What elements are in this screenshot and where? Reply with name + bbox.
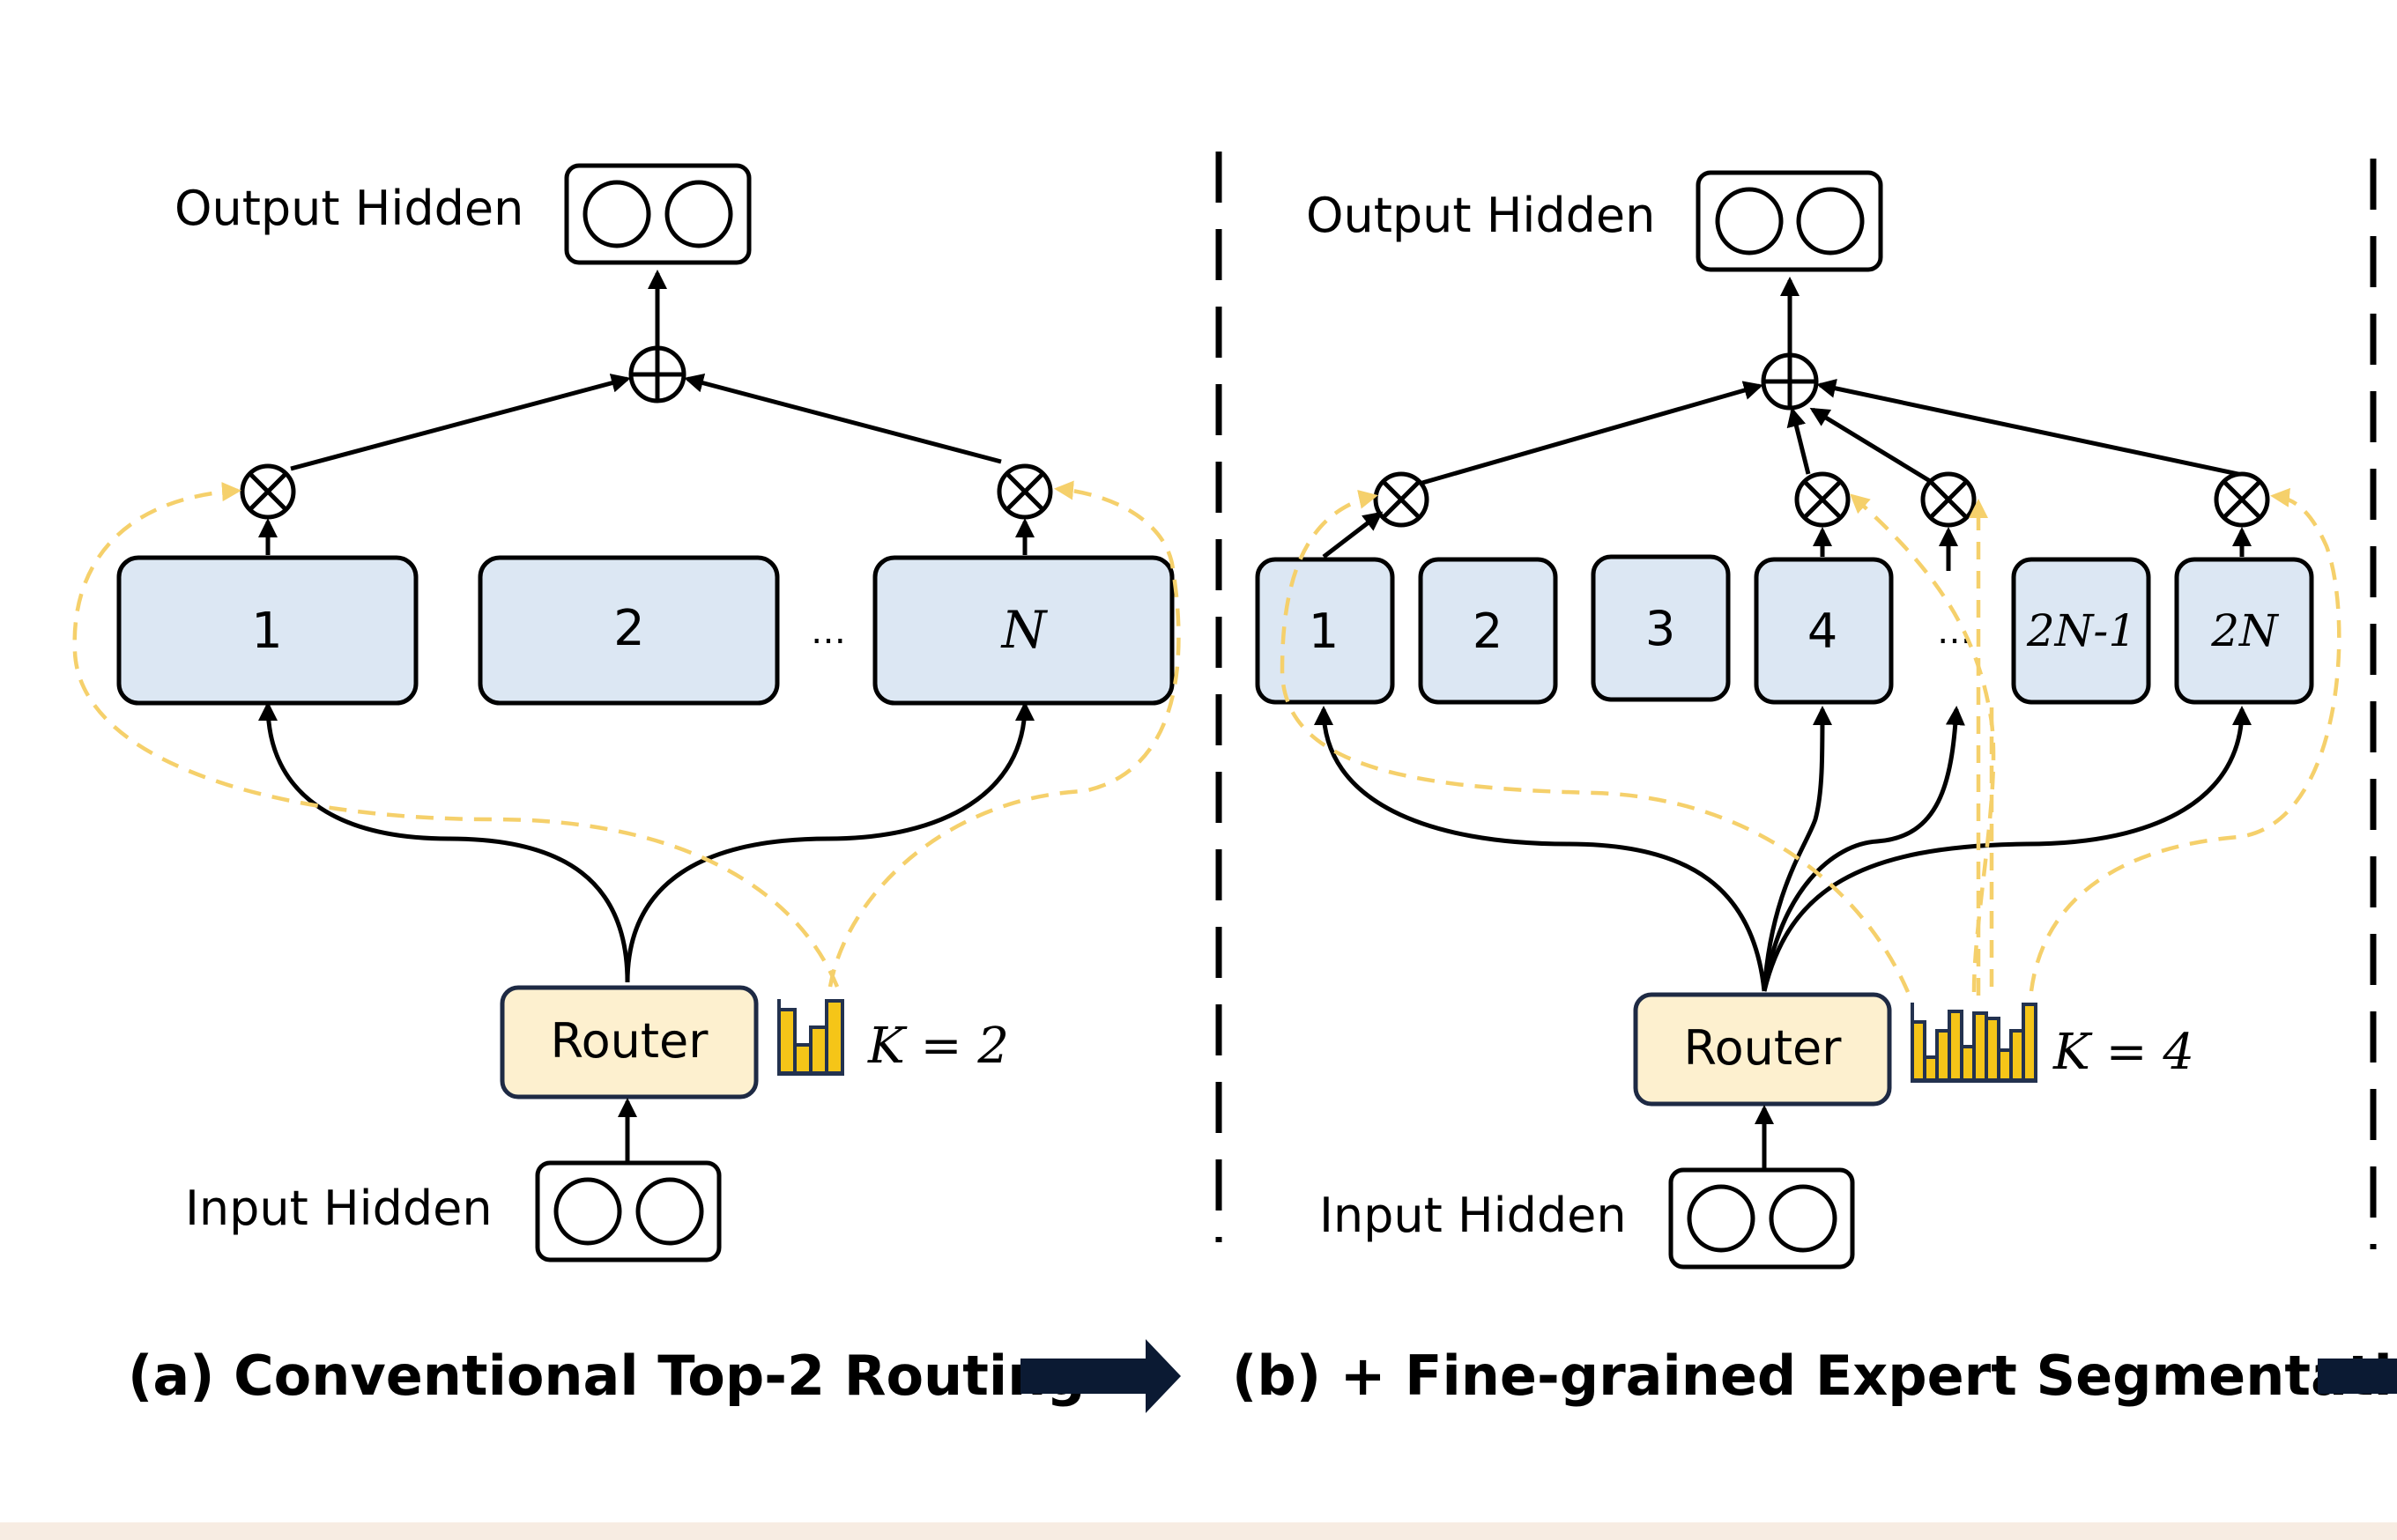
- multiply-operator-aN: [997, 463, 1053, 520]
- output-hidden-vector-b: [1696, 170, 1883, 272]
- gate-scores-icon-a: [777, 999, 844, 1076]
- input-hidden-label-b: Input Hidden: [1319, 1188, 1627, 1243]
- expert-b-1: 1: [1255, 557, 1395, 705]
- expert-b-2: 2: [1418, 557, 1558, 705]
- expert-b-3: 3: [1591, 554, 1731, 702]
- transition-arrow-1: [1020, 1339, 1181, 1413]
- expert-a-N: N: [872, 555, 1175, 706]
- svg-text:2: 2: [1473, 603, 1503, 659]
- expert-a-2: 2: [478, 555, 780, 706]
- svg-text:1: 1: [251, 603, 283, 660]
- router-b: Router: [1633, 992, 1892, 1107]
- panel-a: Output Hidden 1: [72, 163, 1181, 1262]
- sum-operator-b: [1761, 352, 1819, 411]
- svg-text:2: 2: [613, 600, 645, 657]
- expert-b-2N: 2N: [2174, 557, 2314, 705]
- multiply-operator-b5: [1920, 471, 1977, 528]
- multiply-operator-b1: [1373, 471, 1429, 528]
- input-hidden-vector-b: [1668, 1167, 1855, 1270]
- caption-b: (b) + Fine-grained Expert Segmentation: [1232, 1344, 2397, 1408]
- input-hidden-vector-a: [535, 1160, 722, 1262]
- caption-a: (a) Conventional Top-2 Routing: [128, 1344, 1086, 1408]
- multiply-operator-b2N: [2214, 471, 2270, 528]
- output-hidden-label-b: Output Hidden: [1306, 188, 1655, 243]
- footer-band: [0, 1522, 2397, 1540]
- input-hidden-label-a: Input Hidden: [185, 1181, 493, 1236]
- svg-text:N: N: [1000, 600, 1049, 660]
- gate-scores-icon-b: [1911, 1003, 2037, 1083]
- expert-b-4: 4: [1754, 557, 1894, 705]
- k-label-b: K = 4: [2052, 1024, 2194, 1081]
- output-hidden-label-a: Output Hidden: [174, 181, 523, 236]
- svg-text:2N-1: 2N-1: [2026, 605, 2136, 656]
- svg-text:3: 3: [1645, 601, 1675, 656]
- router-a: Router: [500, 985, 759, 1099]
- k-label-a: K = 2: [867, 1018, 1009, 1075]
- multiply-operator-b4: [1794, 471, 1851, 528]
- expert-b-2N-1: 2N-1: [2011, 557, 2151, 705]
- svg-text:4: 4: [1807, 603, 1837, 659]
- multiply-operator-a1: [240, 463, 296, 520]
- svg-text:Router: Router: [1684, 1020, 1843, 1076]
- svg-text:Router: Router: [551, 1013, 709, 1069]
- output-hidden-vector-a: [564, 163, 752, 265]
- expert-ellipsis-a: …: [811, 611, 846, 652]
- expert-a-1: 1: [116, 555, 419, 706]
- svg-text:2N: 2N: [2210, 605, 2280, 656]
- transition-arrow-2: [2318, 1359, 2397, 1394]
- sum-operator-a: [628, 345, 686, 404]
- svg-text:1: 1: [1309, 603, 1339, 659]
- panel-b: Output Hidden: [1255, 170, 2341, 1270]
